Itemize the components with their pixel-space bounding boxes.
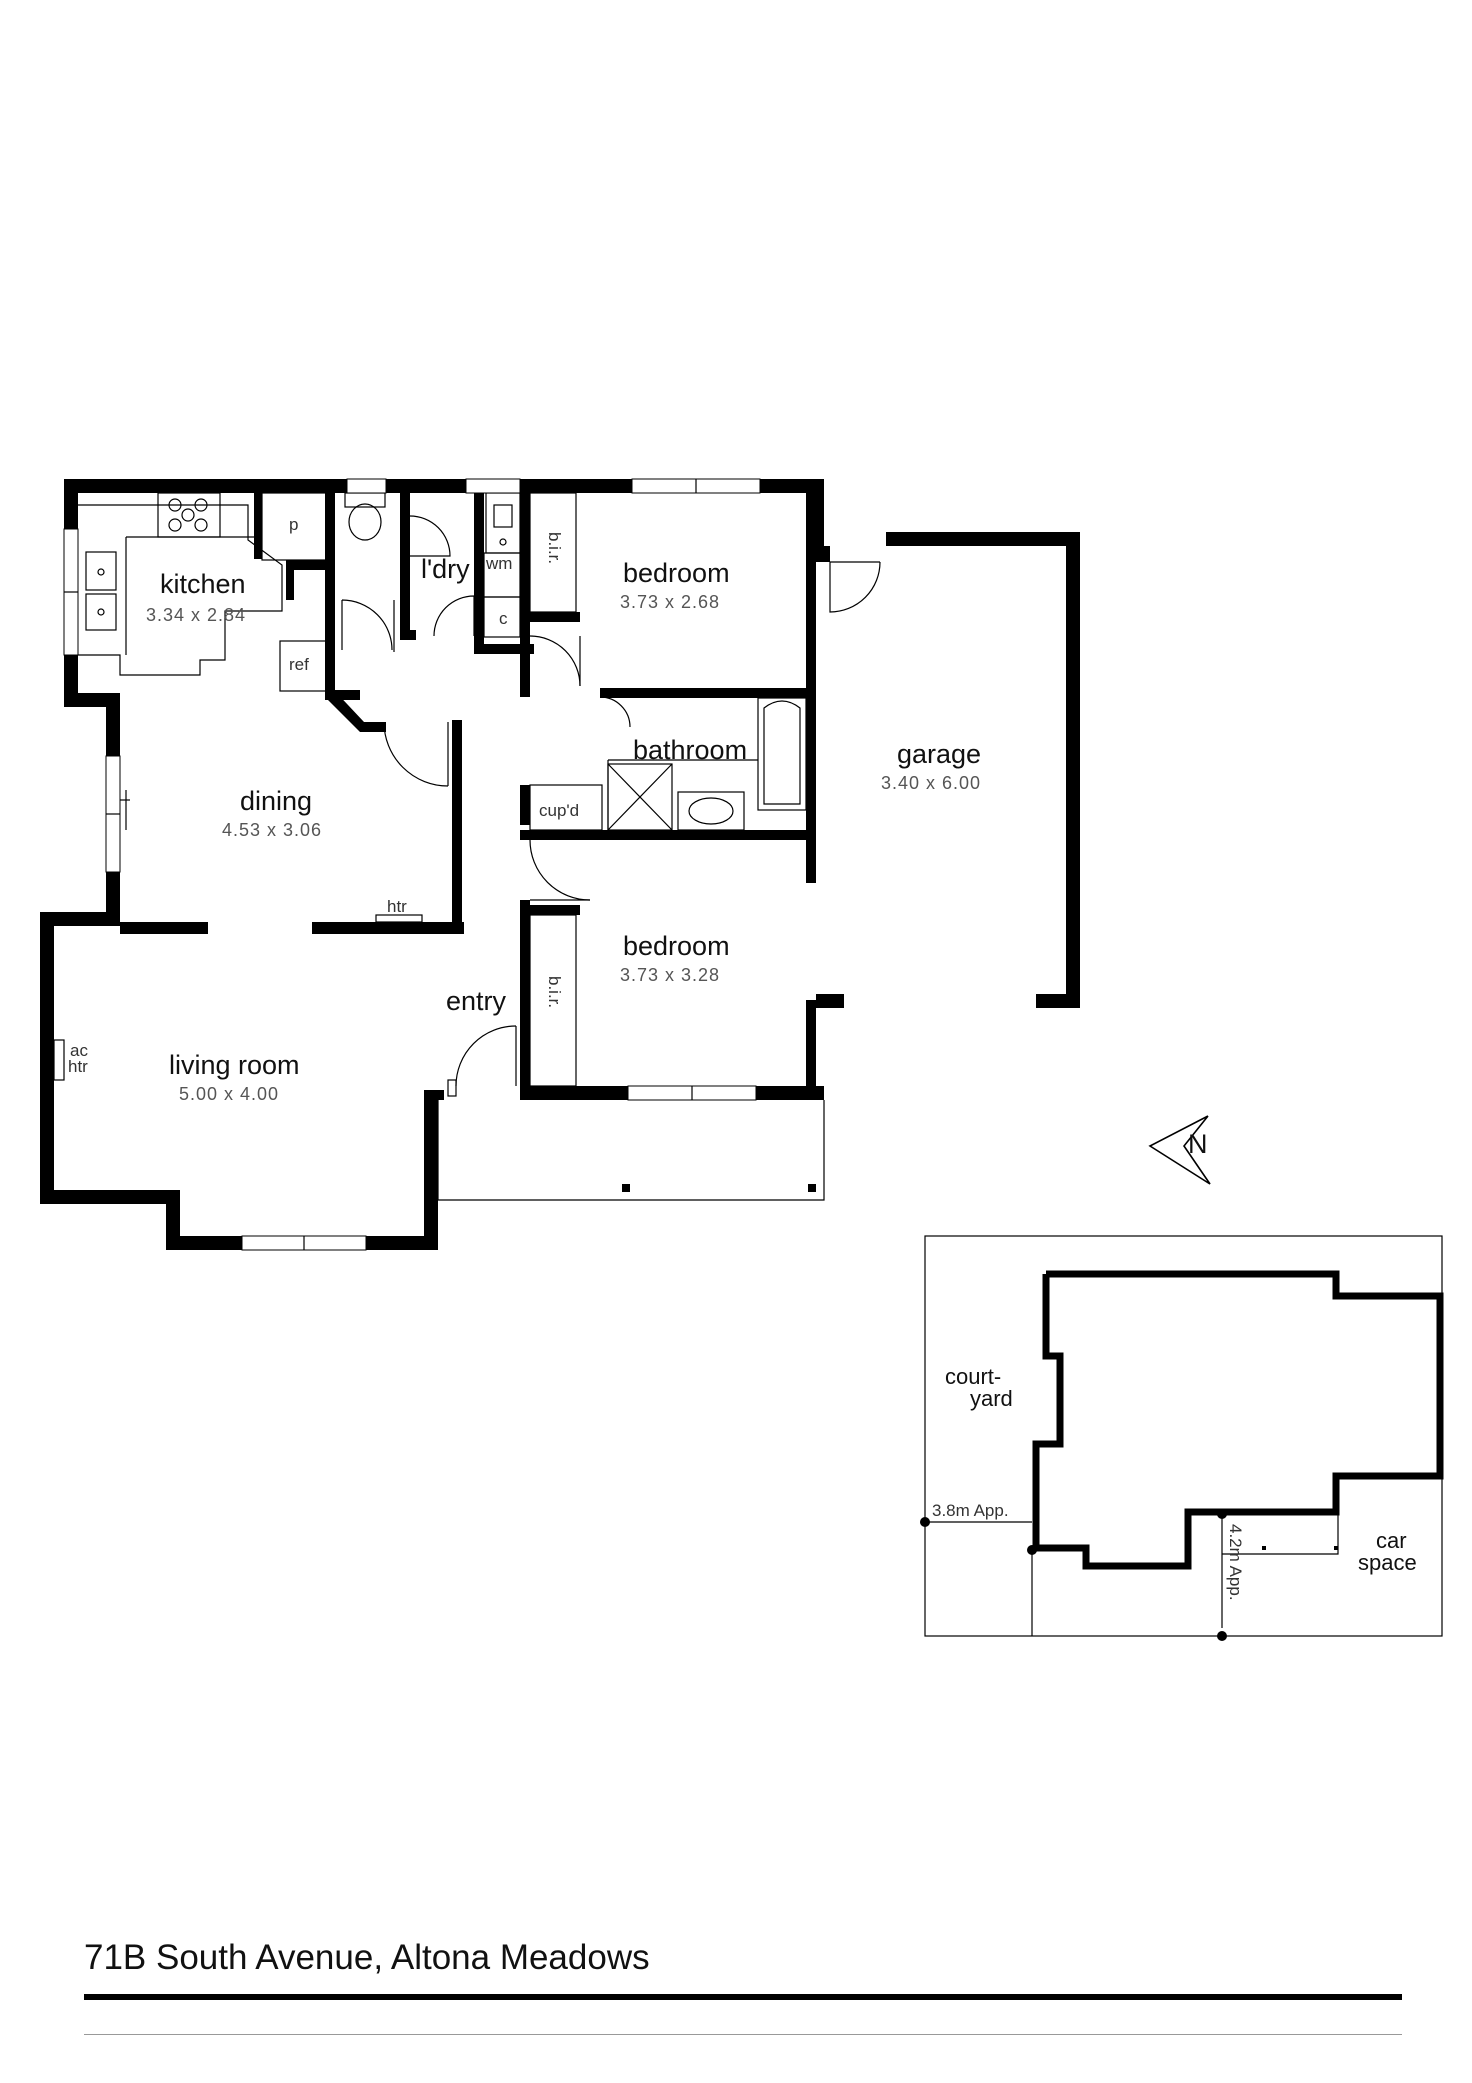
footer-divider-thin	[84, 2034, 1402, 2035]
pantry-label: p	[289, 515, 298, 534]
bedroom1-label: bedroom	[623, 558, 730, 588]
bedroom2-dims: 3.73 x 3.28	[620, 965, 720, 985]
courtyard-label-2: yard	[970, 1386, 1013, 1411]
fridge-label: ref	[289, 655, 309, 674]
walls	[40, 479, 1080, 1250]
fixture-labels: p ref wm c b.i.r. cup'd b.i.r. htr ac ht…	[68, 515, 579, 1076]
kitchen-dims: 3.34 x 2.84	[146, 605, 246, 625]
car-space-label-1: car	[1376, 1528, 1407, 1553]
doors	[120, 515, 881, 1087]
living-room-dims: 5.00 x 4.00	[179, 1084, 279, 1104]
site-width-dimension: 3.8m App.	[932, 1501, 1009, 1520]
site-building-outline	[1032, 1270, 1444, 1570]
garage-dims: 3.40 x 6.00	[881, 773, 981, 793]
property-address: 71B South Avenue, Altona Meadows	[84, 1938, 650, 1977]
bedroom1-dims: 3.73 x 2.68	[620, 592, 720, 612]
north-arrow: N	[1148, 1115, 1211, 1185]
living-room-label: living room	[169, 1050, 300, 1080]
cupboard-c-label: c	[499, 609, 508, 628]
windows	[63, 478, 761, 1251]
garage-label: garage	[897, 739, 981, 769]
washing-machine-label: wm	[485, 554, 512, 573]
site-depth-dimension: 4.2m App.	[1226, 1524, 1245, 1601]
entry-label: entry	[446, 986, 507, 1016]
bir1-label: b.i.r.	[545, 532, 564, 564]
laundry-label: l'dry	[421, 554, 470, 584]
car-space-label-2: space	[1358, 1550, 1417, 1575]
bathroom-label: bathroom	[633, 735, 747, 765]
dining-label: dining	[240, 786, 312, 816]
heater-label: htr	[387, 897, 407, 916]
ac-label: ac	[70, 1041, 88, 1060]
fixture-lines	[53, 492, 825, 1201]
site-plan: court- yard car space 3.8m App. 4.2m App…	[920, 1235, 1444, 1641]
cupboard-label: cup'd	[539, 801, 579, 820]
courtyard-label-1: court-	[945, 1364, 1001, 1389]
footer-divider-thick	[84, 1994, 1402, 2000]
dining-dims: 4.53 x 3.06	[222, 820, 322, 840]
kitchen-label: kitchen	[160, 569, 246, 599]
north-arrow-label: N	[1188, 1129, 1208, 1159]
ac-heater-label: htr	[68, 1057, 88, 1076]
room-labels: kitchen 3.34 x 2.84 l'dry bedroom 3.73 x…	[146, 554, 981, 1104]
bir2-label: b.i.r.	[545, 976, 564, 1008]
bedroom2-label: bedroom	[623, 931, 730, 961]
